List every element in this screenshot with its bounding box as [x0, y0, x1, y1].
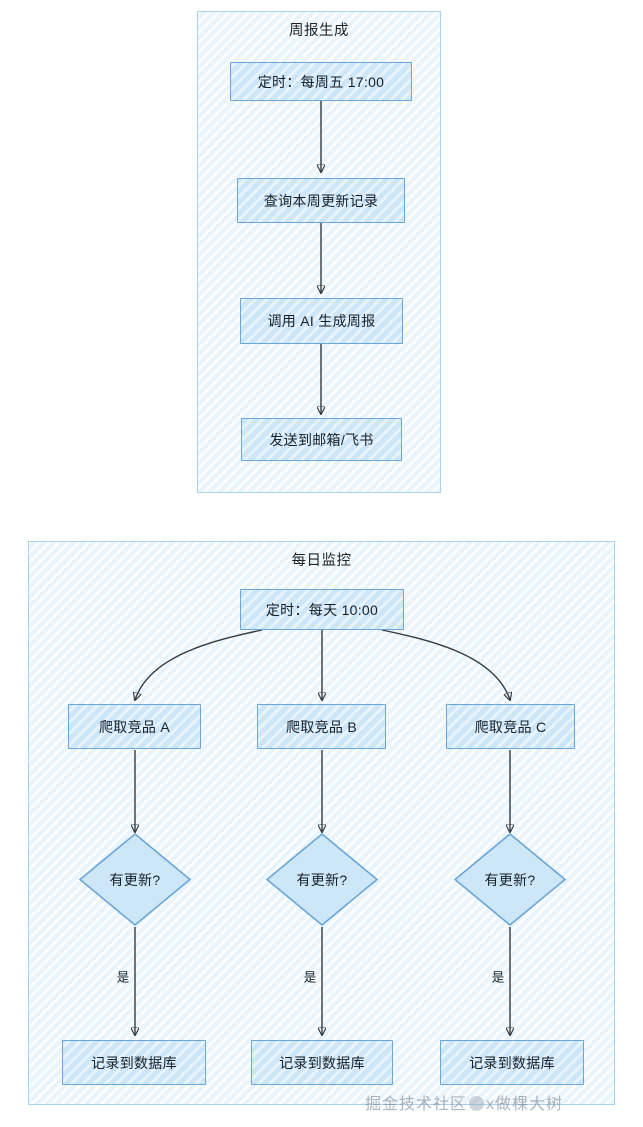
node-query-weekly-updates[interactable]: 查询本周更新记录 — [237, 178, 405, 223]
node-label: 有更新? — [484, 871, 536, 888]
subgraph-title-daily-monitor: 每日监控 — [291, 553, 352, 569]
node-daily-schedule[interactable]: 定时：每天 10:00 — [240, 589, 404, 630]
decision-has-update-a[interactable]: 有更新? — [78, 832, 192, 927]
node-generate-report-with-ai[interactable]: 调用 AI 生成周报 — [240, 298, 403, 344]
edge-label-yes-b: 是 — [303, 970, 317, 985]
node-crawl-competitor-b[interactable]: 爬取竞品 B — [257, 704, 386, 749]
node-label: 有更新? — [296, 871, 348, 888]
subgraph-title-weekly-report: 周报生成 — [289, 23, 349, 39]
node-label: 爬取竞品 C — [474, 718, 547, 735]
diamond-shape — [453, 832, 567, 927]
node-send-to-mail-feishu[interactable]: 发送到邮箱/飞书 — [241, 418, 402, 461]
node-record-to-database-b[interactable]: 记录到数据库 — [251, 1040, 393, 1085]
node-weekly-schedule[interactable]: 定时：每周五 17:00 — [230, 62, 412, 101]
watermark-prefix: 掘金技术社区 — [365, 1096, 468, 1113]
node-label: 爬取竞品 B — [285, 718, 358, 735]
node-crawl-competitor-c[interactable]: 爬取竞品 C — [446, 704, 575, 749]
decision-has-update-c[interactable]: 有更新? — [453, 832, 567, 927]
edge-label-yes-c: 是 — [491, 970, 505, 985]
diamond-shape — [265, 832, 379, 927]
node-crawl-competitor-a[interactable]: 爬取竞品 A — [68, 704, 201, 749]
node-label: 有更新? — [109, 871, 161, 888]
node-label: 记录到数据库 — [279, 1054, 365, 1071]
node-label: 爬取竞品 A — [98, 718, 171, 735]
edge-label-yes-a: 是 — [116, 970, 130, 985]
decision-has-update-b[interactable]: 有更新? — [265, 832, 379, 927]
node-record-to-database-c[interactable]: 记录到数据库 — [440, 1040, 584, 1085]
watermark-suffix: x做棵大树 — [486, 1096, 564, 1113]
watermark: 掘金技术社区 x做棵大树 — [365, 1090, 563, 1114]
node-label: 发送到邮箱/飞书 — [269, 431, 374, 448]
diamond-shape — [78, 832, 192, 927]
node-label: 记录到数据库 — [469, 1054, 555, 1071]
node-label: 调用 AI 生成周报 — [267, 313, 376, 329]
node-label: 定时：每天 10:00 — [265, 601, 379, 618]
watermark-logo-icon — [469, 1096, 485, 1111]
node-label: 定时：每周五 17:00 — [257, 73, 385, 90]
node-record-to-database-a[interactable]: 记录到数据库 — [62, 1040, 206, 1085]
node-label: 查询本周更新记录 — [263, 192, 379, 209]
node-label: 记录到数据库 — [91, 1054, 177, 1071]
